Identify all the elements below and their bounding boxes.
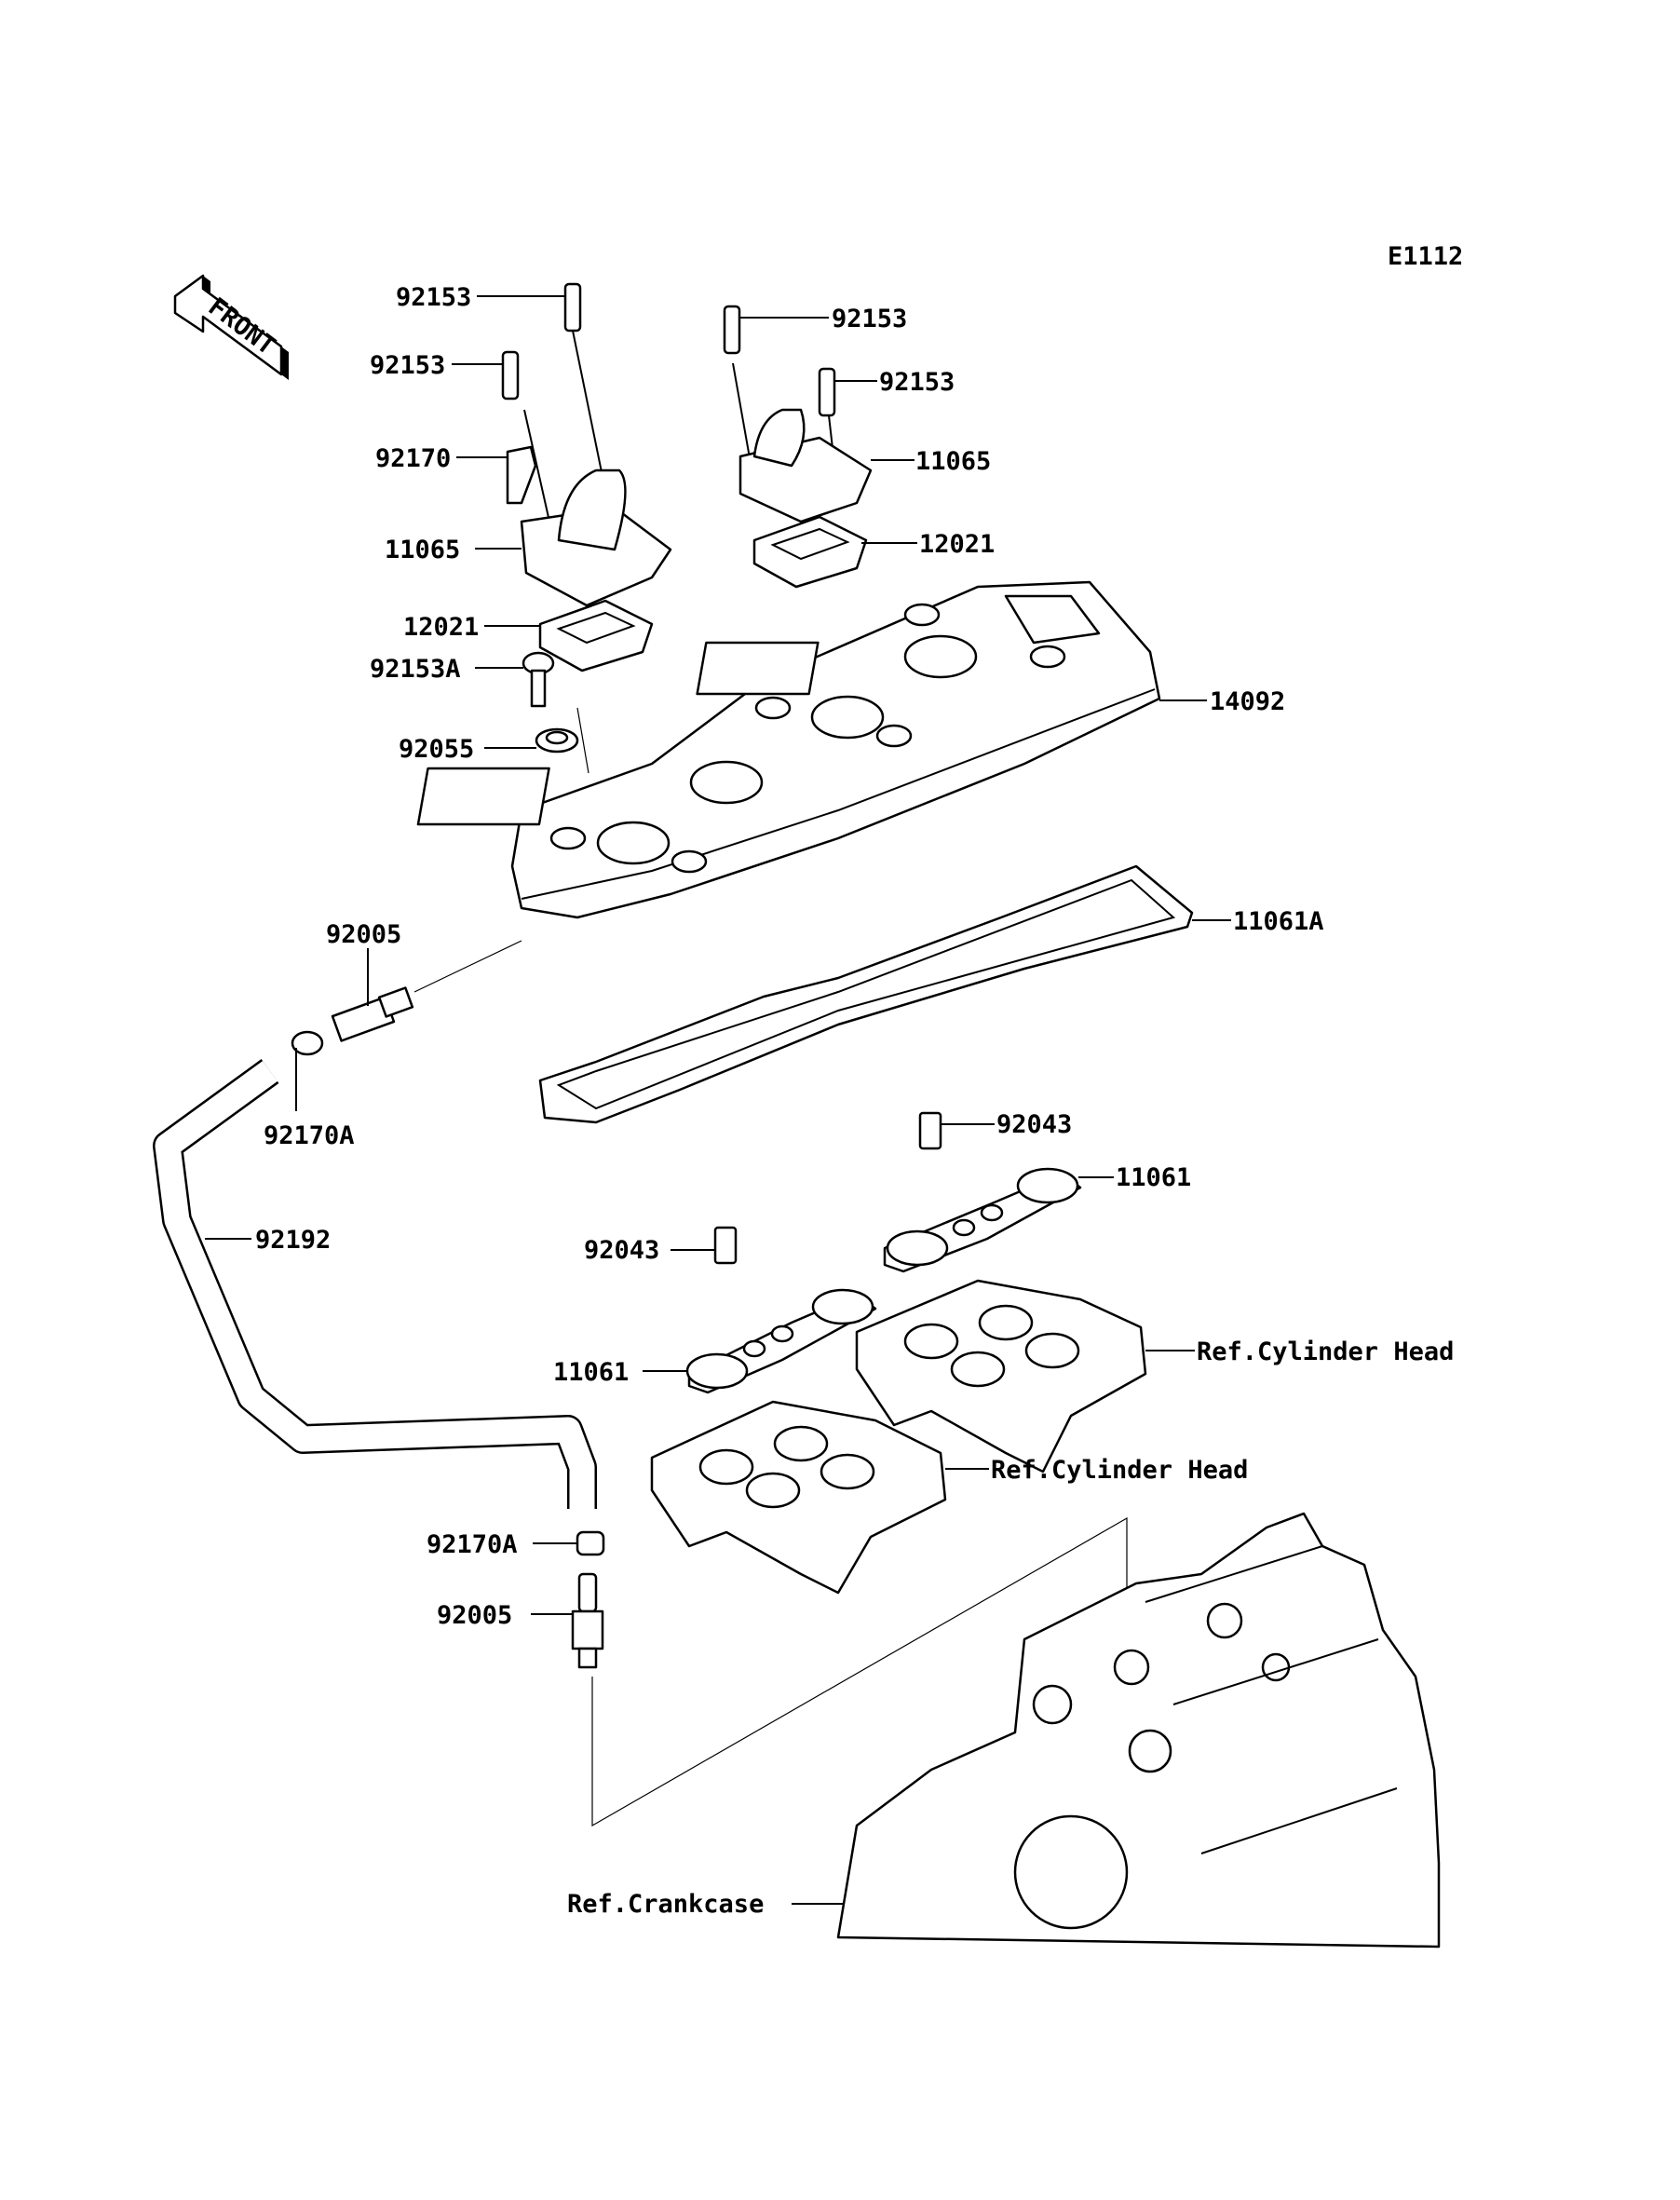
part-label: 11061A [1233, 907, 1324, 936]
front-arrow-label: FRONT [203, 292, 281, 361]
part-label: Ref.Cylinder Head [1197, 1338, 1454, 1366]
clamp-92170A-upper [291, 1030, 324, 1111]
breather-cover-11065-right [738, 408, 915, 523]
breather-cover-11065-left [475, 469, 672, 607]
part-label: 12021 [403, 613, 479, 642]
part-label: 92043 [584, 1236, 659, 1265]
bolt-92153-d [818, 367, 877, 457]
part-label: 11065 [385, 536, 460, 564]
part-label: 92005 [437, 1601, 512, 1630]
gasket-11061-left [643, 1288, 877, 1394]
cylinder-head-reference-lower [650, 1400, 989, 1595]
part-label: 92153A [370, 655, 461, 684]
part-label: 14092 [1210, 687, 1285, 716]
cylinder-head-reference-upper [855, 1279, 1195, 1473]
gasket-12021-left [484, 599, 654, 672]
cylinder-head-cover-14092 [416, 580, 1207, 919]
part-label: Ref.Cylinder Head [991, 1456, 1248, 1485]
part-label: 92170A [264, 1121, 355, 1150]
hose-92192 [153, 1059, 597, 1509]
part-label: 92055 [399, 735, 474, 764]
part-label: 92170 [375, 444, 451, 473]
gasket-12021-right [752, 515, 917, 589]
part-label: 92153 [370, 351, 445, 380]
head-cover-gasket-11061A [538, 864, 1231, 1124]
fitting-92005-lower [531, 1516, 1128, 1827]
grommet-92055 [484, 707, 589, 774]
part-label: 92153 [396, 283, 471, 312]
clamp-92170 [506, 445, 537, 505]
part-label: 11065 [915, 447, 991, 476]
part-label: 92153 [879, 368, 955, 397]
part-label: 11061 [1116, 1163, 1191, 1192]
part-label: Ref.Crankcase [567, 1890, 764, 1919]
part-label: 11061 [553, 1358, 629, 1387]
gasket-11061-right [883, 1167, 1114, 1273]
front-arrow-icon: FRONT [173, 274, 289, 380]
part-label: 12021 [919, 530, 995, 559]
bolt-92153A [475, 651, 555, 708]
part-label: 92043 [996, 1110, 1072, 1139]
crankcase-reference [792, 1512, 1441, 1949]
part-label: 92005 [326, 920, 401, 949]
clamp-92170A-lower [533, 1530, 605, 1556]
dowel-92043-right [918, 1111, 995, 1150]
part-label: 92192 [255, 1226, 331, 1255]
part-label: 92170A [427, 1530, 518, 1559]
dowel-92043-left [671, 1226, 738, 1265]
bolt-92153-b [452, 350, 550, 523]
part-label: 92153 [832, 305, 907, 333]
diagram-code: E1112 [1388, 242, 1463, 271]
fitting-92005-upper [331, 940, 522, 1042]
